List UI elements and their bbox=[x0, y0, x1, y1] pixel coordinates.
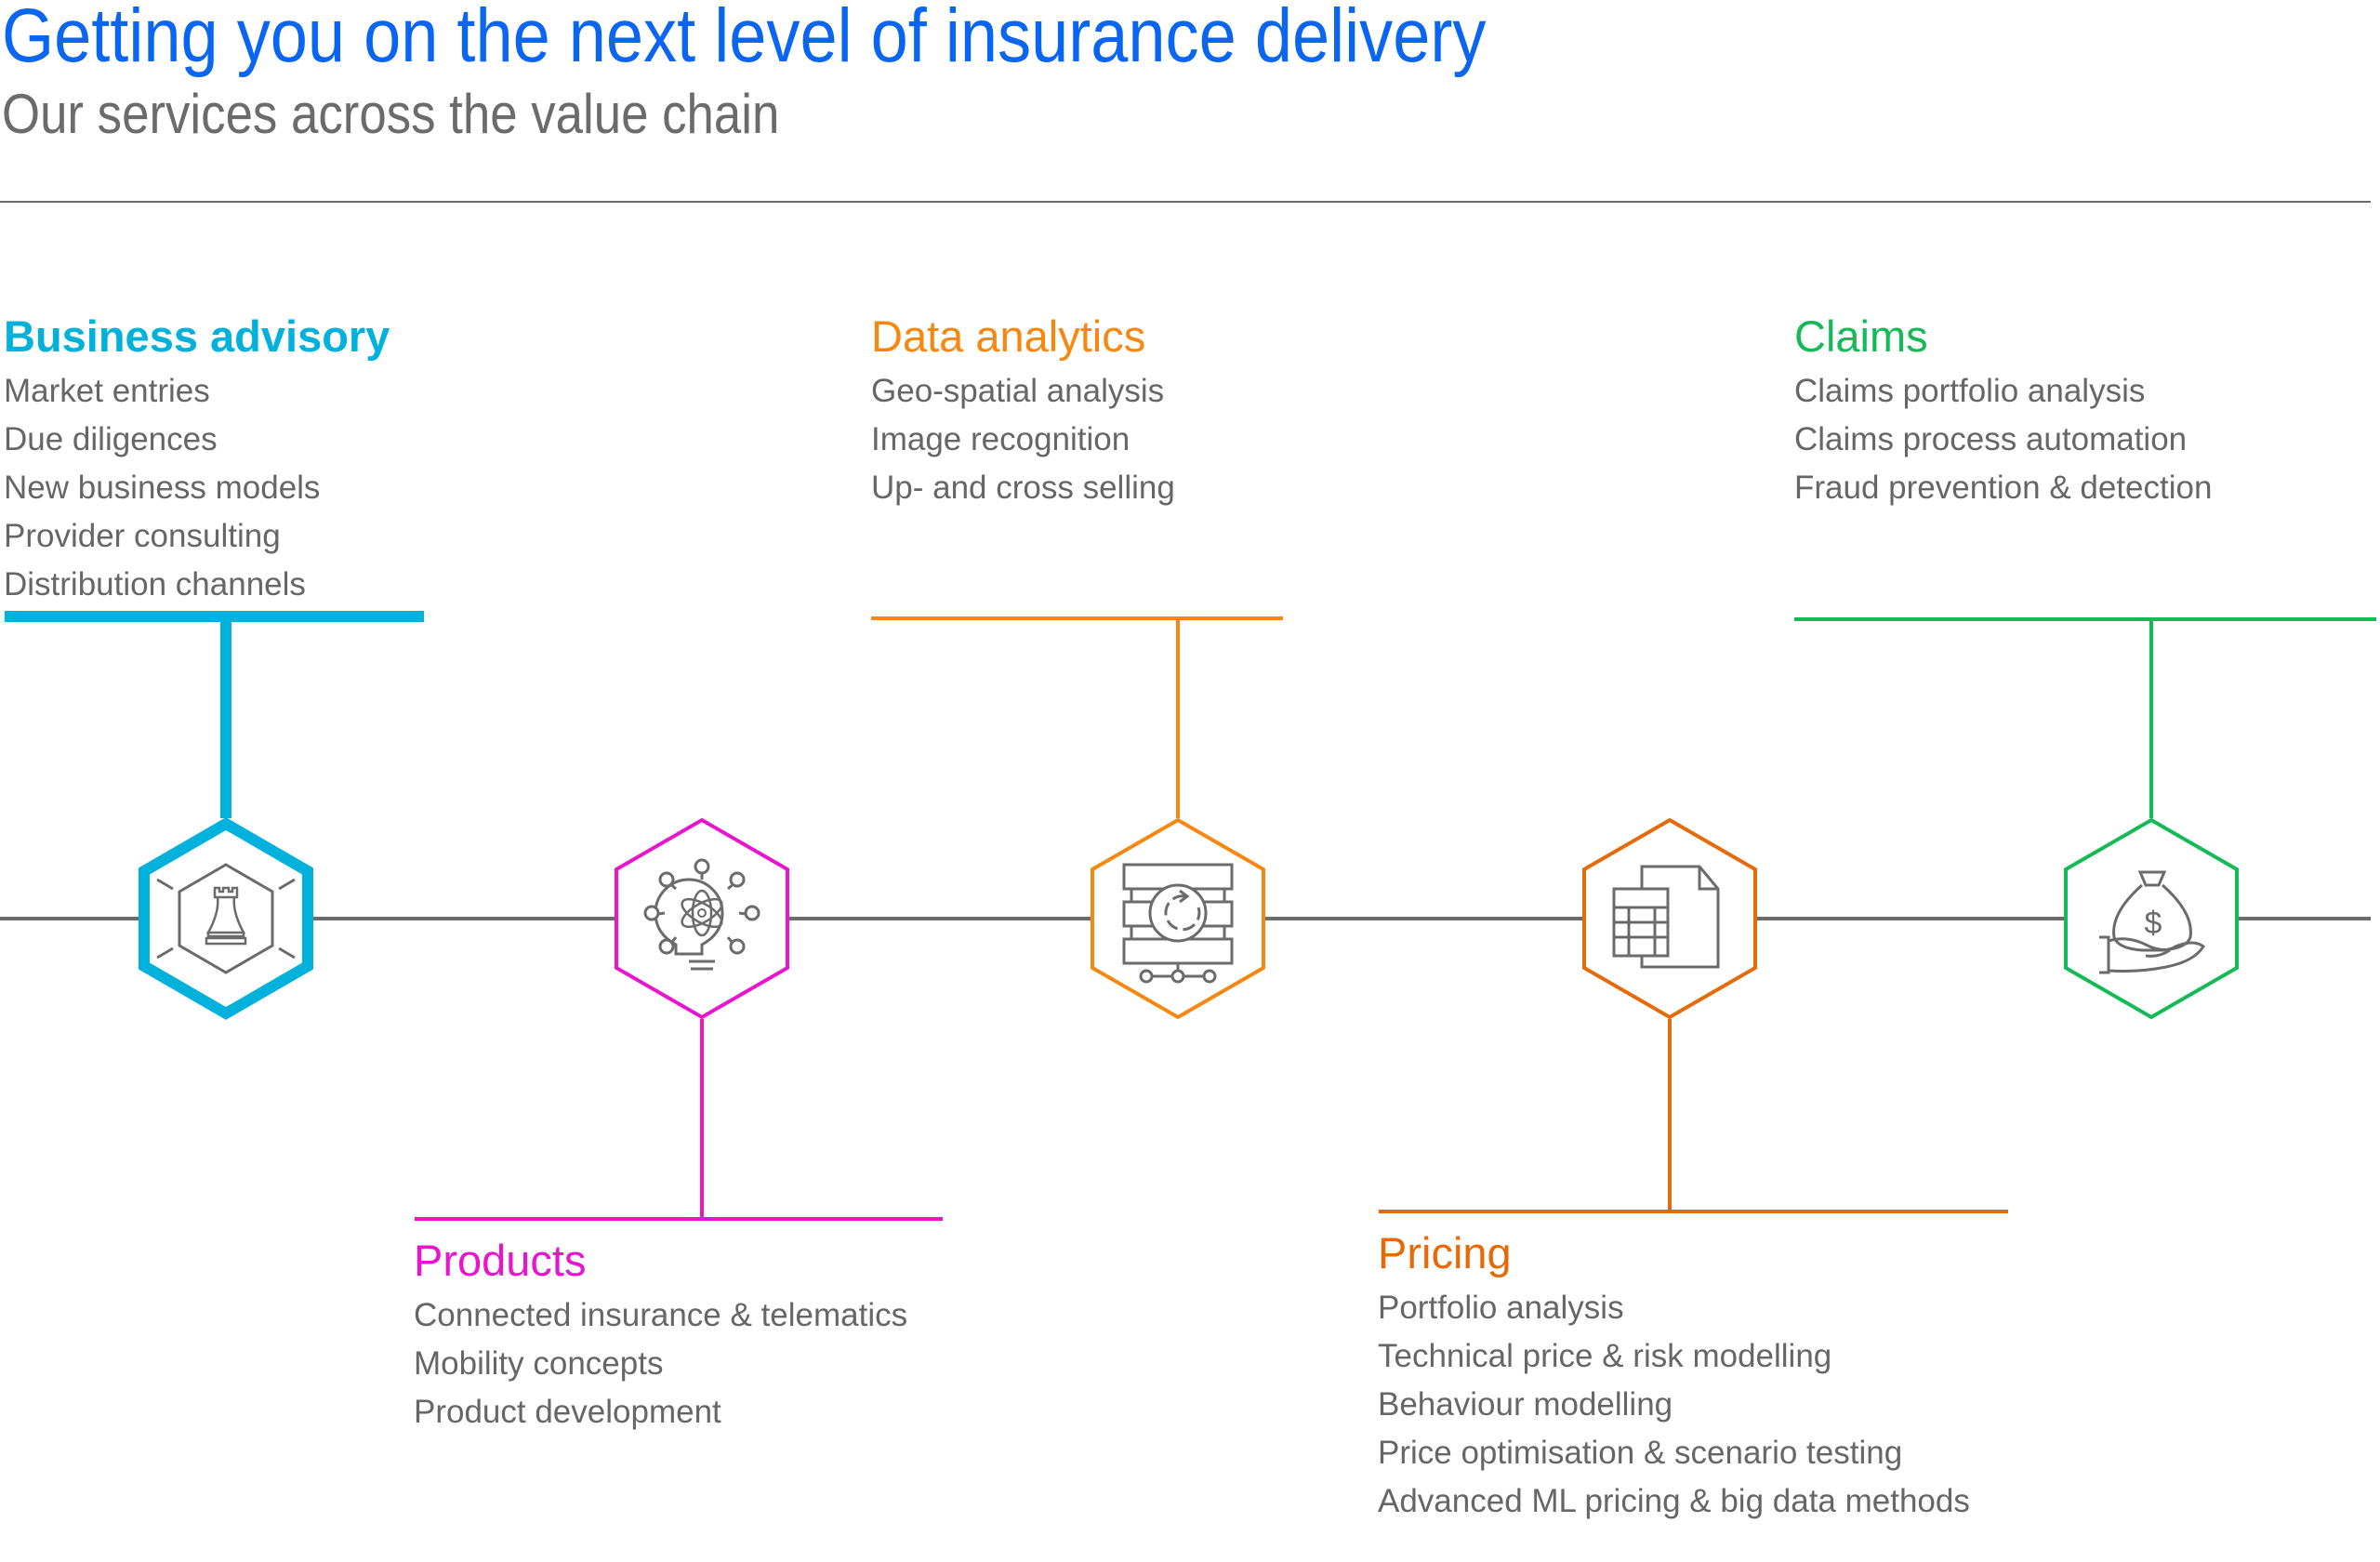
business-advisory-service-item: Distribution channels bbox=[4, 566, 306, 602]
data-analytics-service-item: Up- and cross selling bbox=[871, 470, 1175, 506]
products-service-item: Product development bbox=[414, 1394, 721, 1430]
pricing-service-item: Portfolio analysis bbox=[1378, 1290, 1624, 1326]
claims-service-item: Claims process automation bbox=[1794, 421, 2188, 457]
node-products bbox=[415, 817, 943, 1221]
chess-rook-icon bbox=[156, 863, 296, 974]
page-subtitle: Our services across the value chain bbox=[2, 83, 780, 145]
database-sync-icon bbox=[1122, 863, 1234, 984]
products-service-item: Connected insurance & telematics bbox=[414, 1297, 908, 1333]
products-heading: Products bbox=[414, 1236, 587, 1285]
business-advisory-service-item: Due diligences bbox=[4, 421, 218, 457]
svg-text:$: $ bbox=[2145, 906, 2162, 941]
data-analytics-heading: Data analytics bbox=[871, 311, 1146, 361]
node-data-analytics bbox=[871, 616, 1283, 1020]
business-advisory-service-item: Provider consulting bbox=[4, 518, 281, 554]
spreadsheet-document-icon bbox=[1612, 865, 1720, 969]
pricing-service-item: Price optimisation & scenario testing bbox=[1378, 1435, 1903, 1471]
money-bag-hand-icon: $ bbox=[2099, 870, 2205, 974]
business-advisory-hexagon bbox=[139, 817, 313, 1020]
claims-service-item: Fraud prevention & detection bbox=[1794, 470, 2213, 506]
pricing-service-item: Technical price & risk modelling bbox=[1378, 1338, 1832, 1374]
node-pricing bbox=[1379, 817, 2008, 1213]
lightbulb-atom-icon bbox=[643, 858, 760, 971]
data-analytics-service-item: Image recognition bbox=[871, 421, 1130, 457]
business-advisory-service-item: New business models bbox=[4, 470, 321, 506]
node-business-advisory bbox=[5, 611, 424, 1020]
products-service-item: Mobility concepts bbox=[414, 1345, 664, 1382]
node-claims: $ bbox=[1794, 617, 2376, 1020]
business-advisory-service-item: Market entries bbox=[4, 373, 210, 409]
data-analytics-service-item: Geo-spatial analysis bbox=[871, 373, 1165, 409]
business-advisory-heading: Business advisory bbox=[4, 311, 390, 361]
pricing-heading: Pricing bbox=[1378, 1228, 1512, 1277]
claims-service-item: Claims portfolio analysis bbox=[1794, 373, 2146, 409]
pricing-service-item: Behaviour modelling bbox=[1378, 1386, 1673, 1423]
products-hexagon bbox=[615, 817, 789, 1020]
page-title: Getting you on the next level of insuran… bbox=[2, 0, 1487, 78]
claims-heading: Claims bbox=[1794, 311, 1928, 361]
pricing-service-item: Advanced ML pricing & big data methods bbox=[1378, 1483, 1970, 1519]
